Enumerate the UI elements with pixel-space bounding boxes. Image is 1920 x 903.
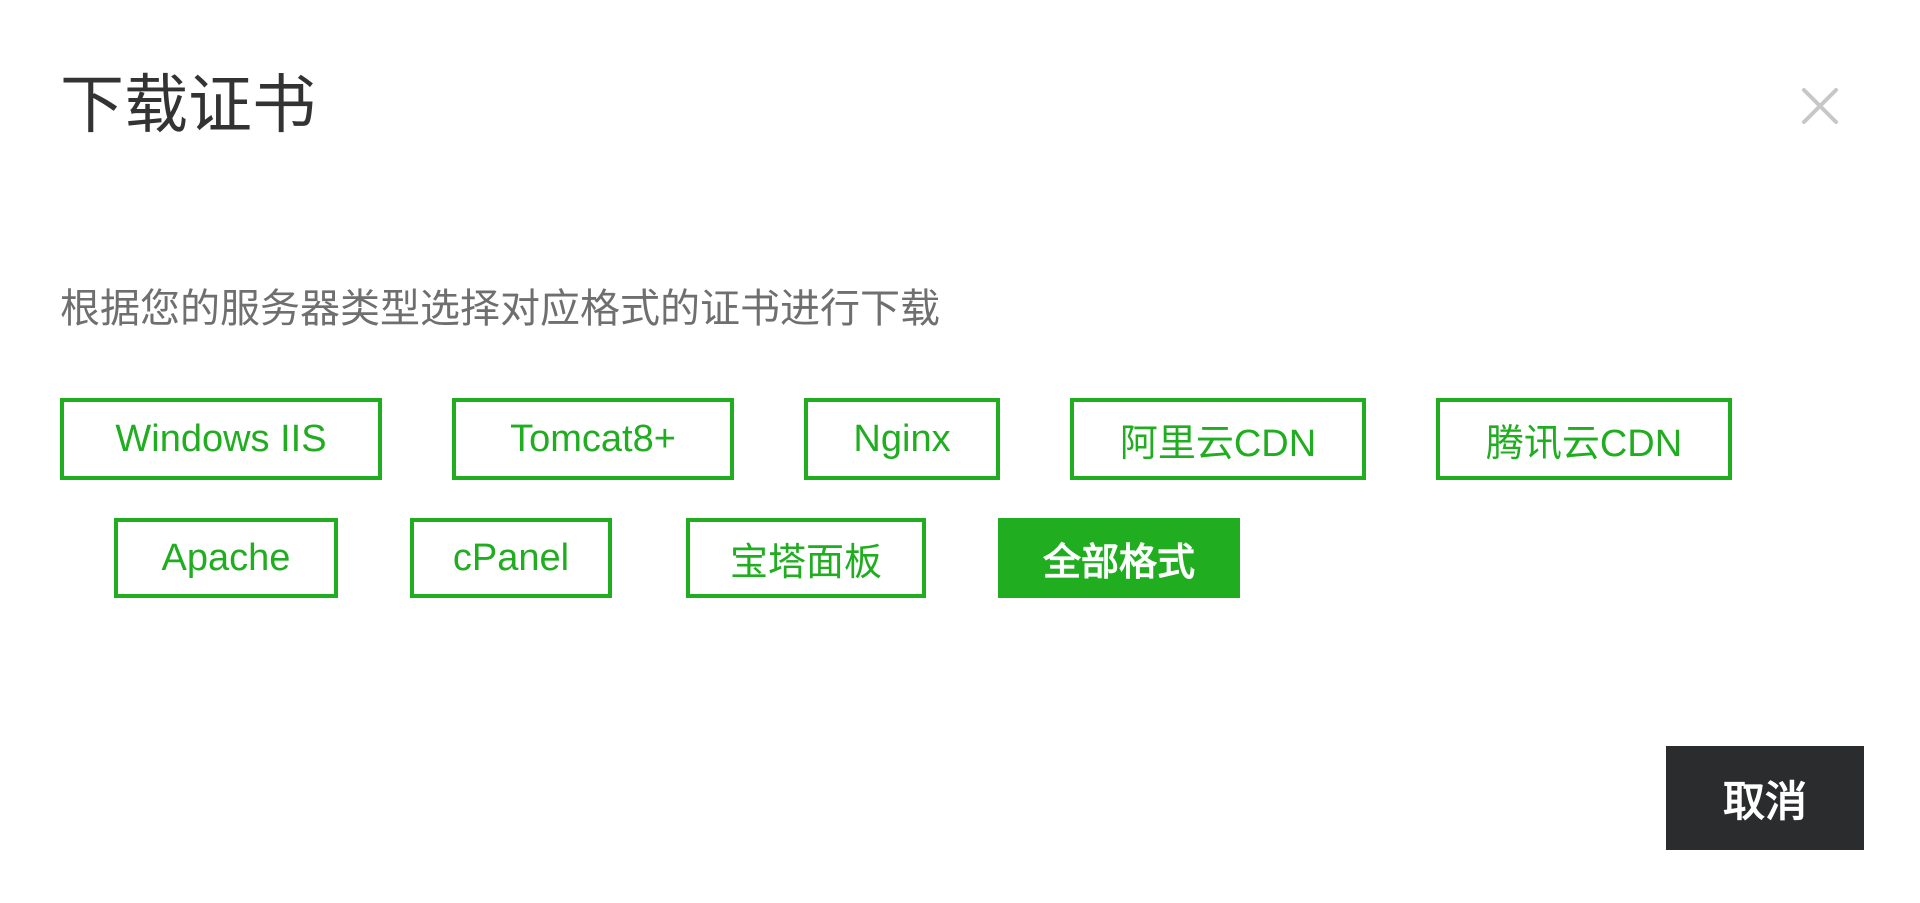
format-button-baota[interactable]: 宝塔面板: [686, 518, 926, 598]
format-button-tomcat[interactable]: Tomcat8+: [452, 398, 734, 480]
cancel-button[interactable]: 取消: [1666, 746, 1864, 850]
format-button-cpanel[interactable]: cPanel: [410, 518, 612, 598]
format-button-aliyun-cdn[interactable]: 阿里云CDN: [1070, 398, 1366, 480]
format-button-all[interactable]: 全部格式: [998, 518, 1240, 598]
format-button-windows-iis[interactable]: Windows IIS: [60, 398, 382, 480]
format-button-tencent-cdn[interactable]: 腾讯云CDN: [1436, 398, 1732, 480]
dialog-description: 根据您的服务器类型选择对应格式的证书进行下载: [60, 286, 940, 332]
dialog-title: 下载证书: [60, 69, 316, 143]
format-button-nginx[interactable]: Nginx: [804, 398, 1000, 480]
close-icon: [1802, 88, 1838, 124]
format-button-apache[interactable]: Apache: [114, 518, 338, 598]
close-button[interactable]: [1792, 82, 1848, 130]
